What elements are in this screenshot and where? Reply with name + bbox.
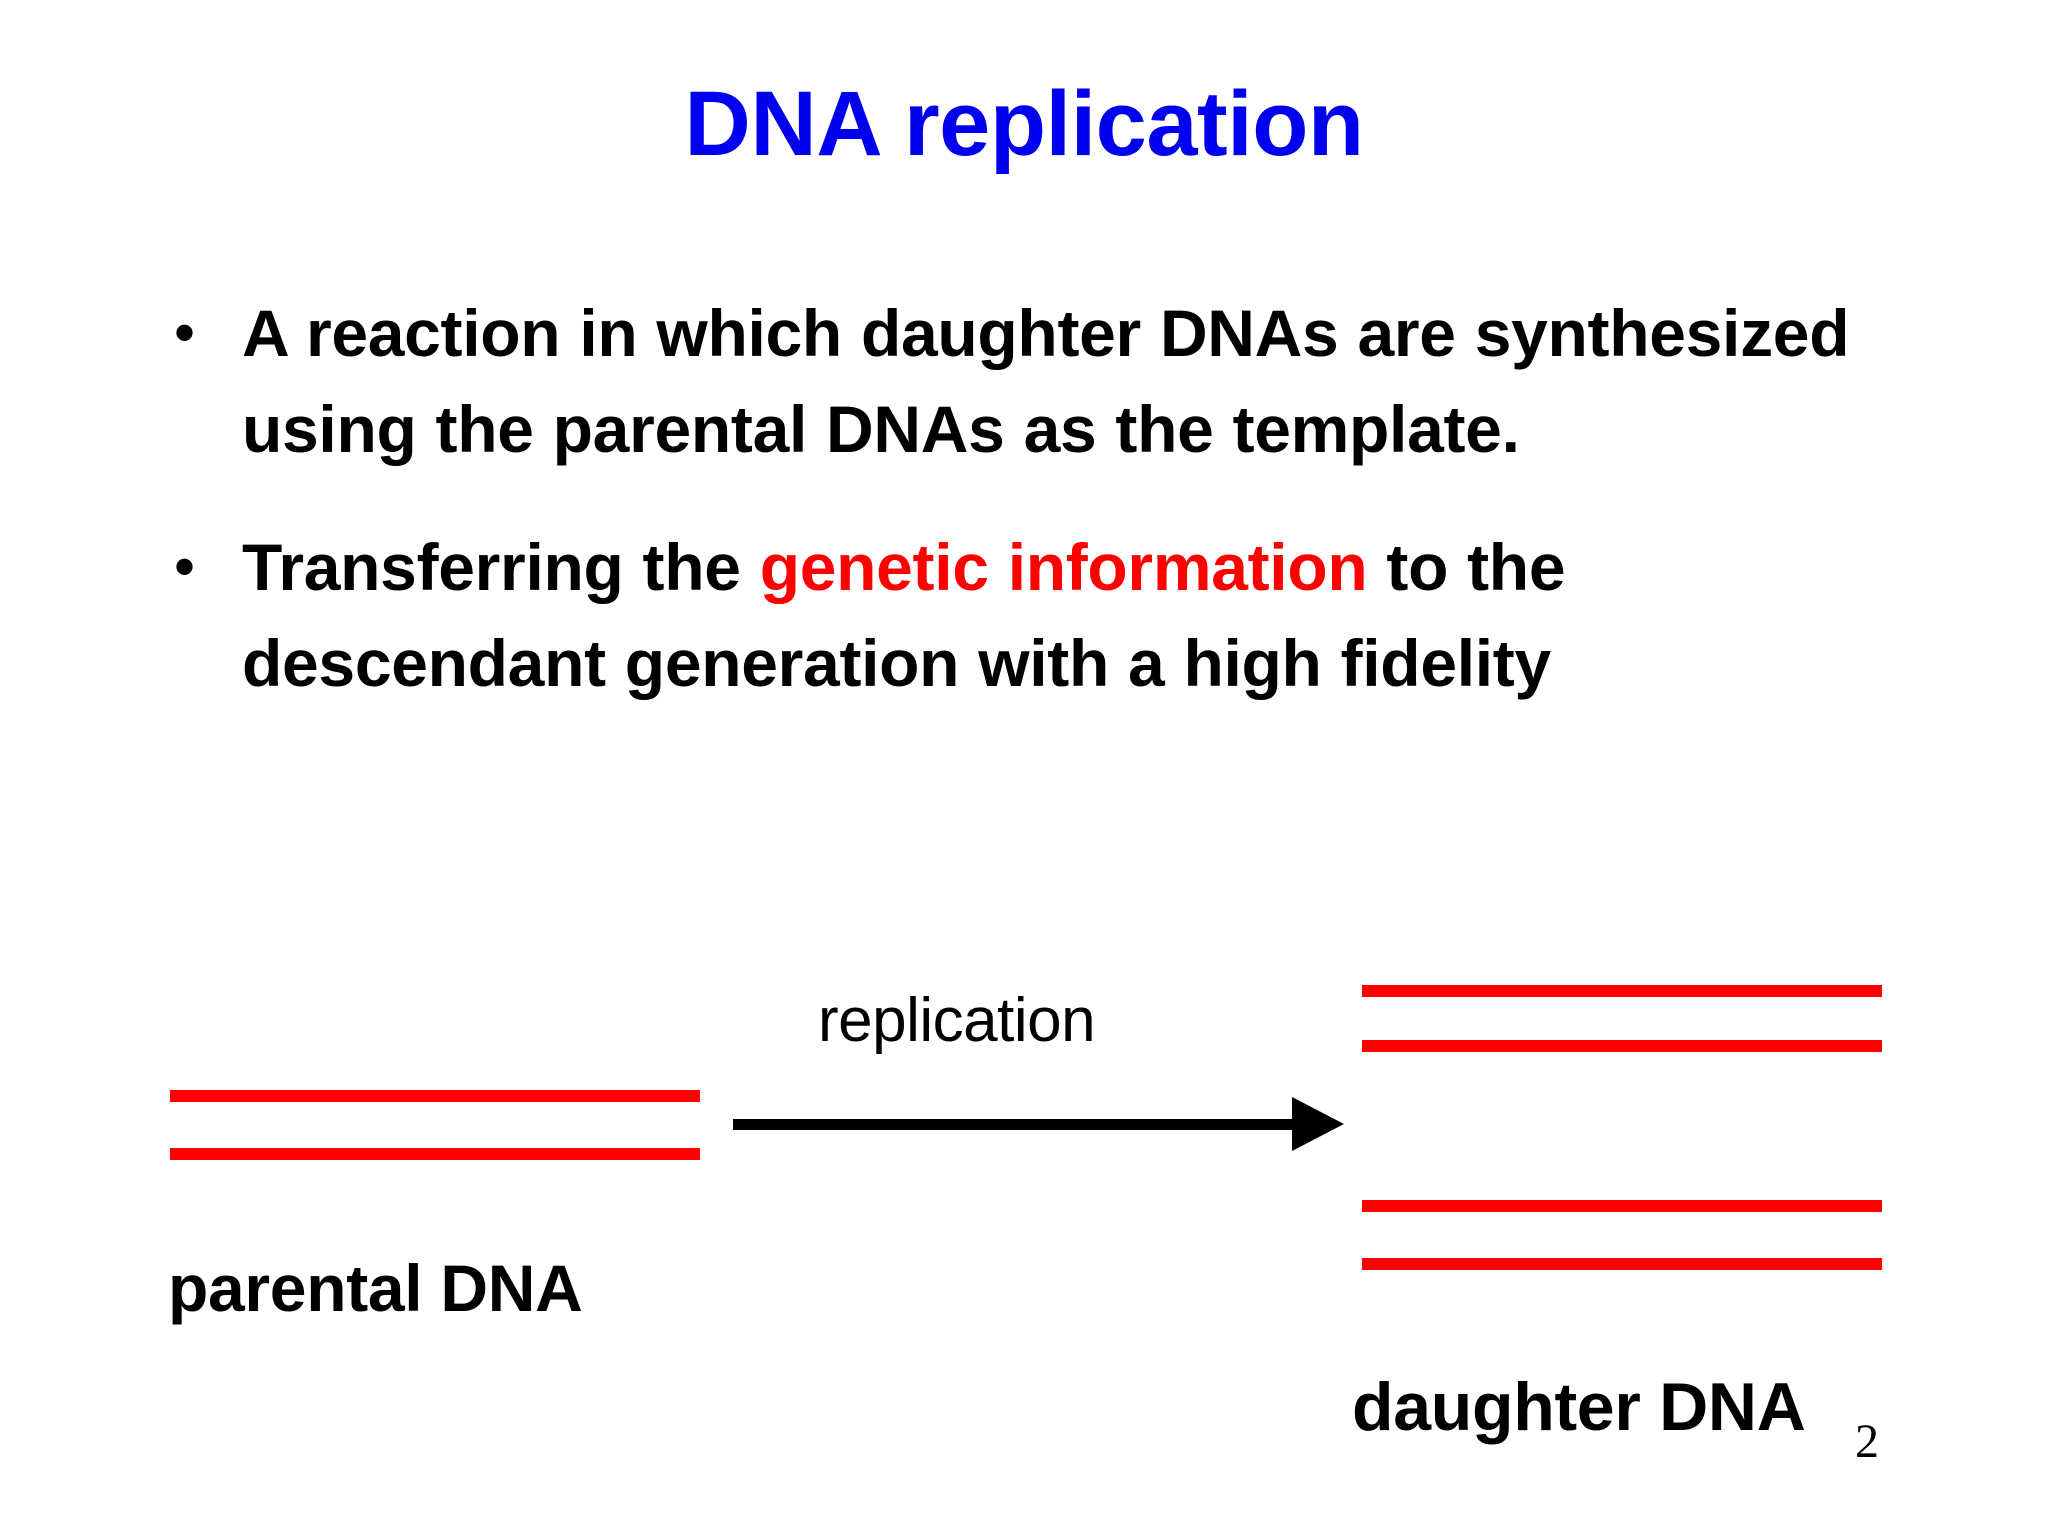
bullet-marker-icon: • — [174, 533, 196, 600]
replication-arrow-label: replication — [818, 986, 1096, 1055]
replication-arrow-head-icon — [1292, 1097, 1344, 1151]
page-title: DNA replication — [684, 73, 1364, 175]
daughter-dna-2-strand-top — [1362, 1200, 1882, 1212]
parental-dna-label: parental DNA — [168, 1251, 583, 1325]
bullet-list: • A reaction in which daughter DNAs are … — [160, 285, 1920, 753]
bullet-2-segment-0: Transferring the — [242, 530, 760, 604]
replication-arrow-shaft — [733, 1119, 1303, 1130]
daughter-dna-label: daughter DNA — [1352, 1369, 1806, 1445]
daughter-dna-1-strand-top — [1362, 985, 1882, 997]
bullet-2-highlight-genetic-information: genetic information — [759, 530, 1368, 604]
list-item: • A reaction in which daughter DNAs are … — [160, 285, 1920, 477]
parental-dna-strand-bottom — [170, 1148, 700, 1160]
bullet-text-2: Transferring the genetic information to … — [242, 519, 1920, 711]
daughter-dna-2-strand-bottom — [1362, 1258, 1882, 1270]
list-item: • Transferring the genetic information t… — [160, 519, 1920, 711]
bullet-1-segment-0: A reaction in which daughter DNAs are sy… — [242, 296, 1850, 466]
bullet-text-1: A reaction in which daughter DNAs are sy… — [242, 285, 1920, 477]
daughter-dna-1-strand-bottom — [1362, 1040, 1882, 1052]
bullet-marker-icon: • — [174, 299, 196, 366]
parental-dna-strand-top — [170, 1090, 700, 1102]
bullet-2-segment-2: to the descendant generation with a high… — [242, 530, 1566, 700]
page-number: 2 — [1855, 1415, 1879, 1468]
